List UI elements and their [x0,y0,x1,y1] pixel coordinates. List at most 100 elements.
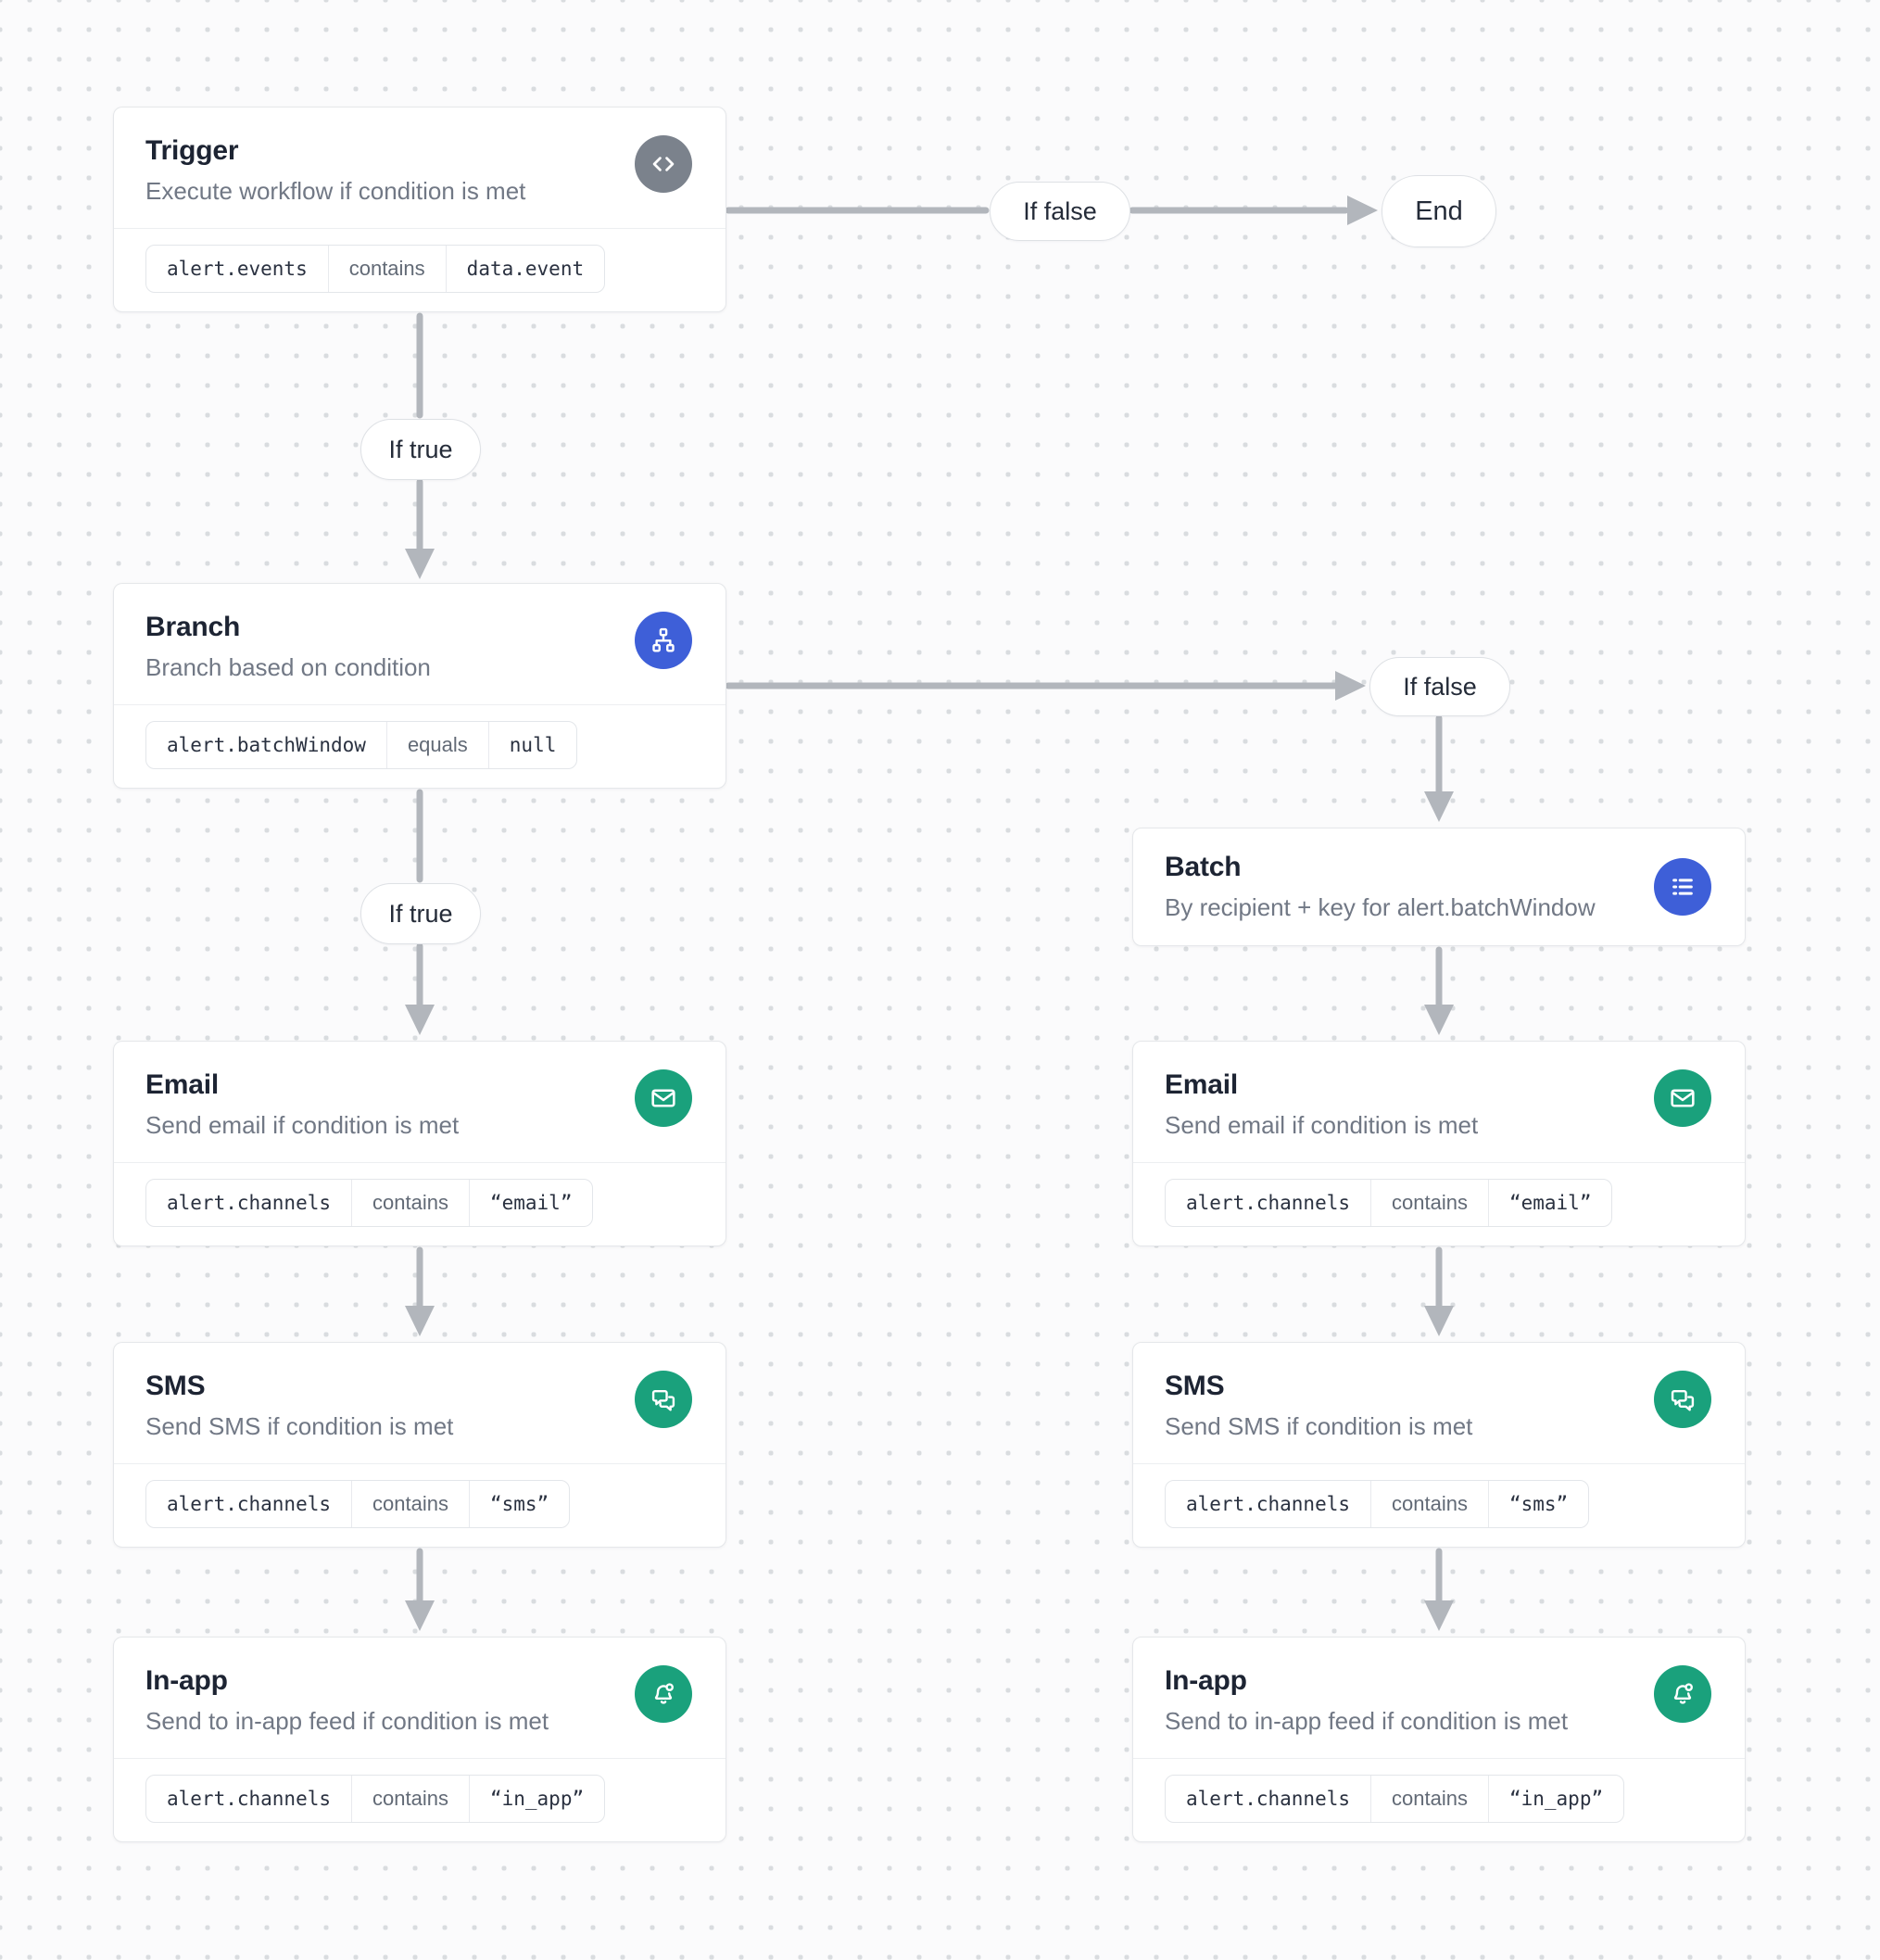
edge-pill-label: If false [1023,196,1097,225]
node-sms-false[interactable]: SMS Send SMS if condition is met alert.c… [1132,1342,1746,1548]
arrowhead-branch [405,549,435,579]
node-subtitle: Send SMS if condition is met [1165,1412,1473,1440]
end-pill-label: End [1415,196,1463,226]
condition-row: alert.channels contains “sms” [114,1463,726,1548]
condition-chip[interactable]: alert.channels contains “email” [145,1179,594,1227]
condition-value: data.event [466,258,585,280]
condition-operator: contains [351,1776,470,1822]
arrowhead-iffalse-right [1335,671,1366,701]
condition-field: alert.channels [1186,1788,1351,1810]
node-branch-header: Branch Branch based on condition [114,584,726,704]
condition-field: alert.batchWindow [167,734,366,756]
condition-value: “sms” [489,1493,549,1515]
condition-field: alert.channels [167,1192,332,1214]
condition-chip[interactable]: alert.channels contains “email” [1165,1179,1613,1227]
condition-field: alert.channels [167,1788,332,1810]
node-title: Trigger [145,135,239,166]
node-sms-true[interactable]: SMS Send SMS if condition is met alert.c… [113,1342,726,1548]
condition-value: “sms” [1508,1493,1569,1515]
node-trigger-header: Trigger Execute workflow if condition is… [114,107,726,228]
condition-row: alert.channels contains “email” [1133,1162,1745,1246]
node-inapp-false[interactable]: In-app Send to in-app feed if condition … [1132,1637,1746,1842]
node-title: Email [145,1069,220,1100]
condition-row: alert.channels contains “in_app” [1133,1758,1745,1842]
arrowhead-email-true [405,1005,435,1035]
arrowhead-inapp-false [1424,1600,1454,1631]
condition-chip[interactable]: alert.channels contains “sms” [145,1480,571,1528]
node-subtitle: Execute workflow if condition is met [145,177,526,205]
node-subtitle: Send email if condition is met [145,1111,460,1139]
condition-field: alert.channels [1186,1192,1351,1214]
condition-operator: contains [327,246,447,292]
chat-icon [1654,1371,1711,1428]
node-title: SMS [1165,1371,1225,1401]
node-batch[interactable]: Batch By recipient + key for alert.batch… [1132,828,1746,946]
condition-operator: contains [1370,1776,1489,1822]
node-title: In-app [145,1665,228,1696]
edge-pill-if-true-trigger[interactable]: If true [360,419,481,480]
condition-operator: contains [1370,1481,1489,1527]
condition-chip[interactable]: alert.channels contains “sms” [1165,1480,1590,1528]
condition-field: alert.channels [167,1493,332,1515]
edge-pill-label: If true [388,435,453,463]
node-subtitle: By recipient + key for alert.batchWindow [1165,893,1596,921]
chat-icon [635,1371,692,1428]
node-subtitle: Branch based on condition [145,653,431,681]
condition-value: “email” [489,1192,573,1214]
arrowhead-sms-true [405,1306,435,1336]
condition-row: alert.batchWindow equals null [114,704,726,789]
end-pill[interactable]: End [1382,175,1496,247]
node-subtitle: Send email if condition is met [1165,1111,1479,1139]
sitemap-icon [635,612,692,669]
arrowhead-batch [1424,791,1454,822]
node-trigger[interactable]: Trigger Execute workflow if condition is… [113,107,726,312]
condition-value: “in_app” [1508,1788,1604,1810]
code-icon [635,135,692,193]
bell-icon [1654,1665,1711,1723]
node-title: SMS [145,1371,206,1401]
condition-row: alert.channels contains “sms” [1133,1463,1745,1548]
condition-operator: contains [1370,1180,1489,1226]
node-email-false[interactable]: Email Send email if condition is met ale… [1132,1041,1746,1246]
edge-pill-label: If true [388,899,453,928]
node-sms-header: SMS Send SMS if condition is met [1133,1343,1745,1463]
node-inapp-true[interactable]: In-app Send to in-app feed if condition … [113,1637,726,1842]
node-title: Batch [1165,852,1242,882]
condition-field: alert.channels [1186,1493,1351,1515]
node-inapp-header: In-app Send to in-app feed if condition … [114,1638,726,1758]
node-branch[interactable]: Branch Branch based on condition alert.b… [113,583,726,789]
node-title: Branch [145,612,241,642]
edge-pill-if-false-branch[interactable]: If false [1369,657,1510,716]
node-email-header: Email Send email if condition is met [114,1042,726,1162]
node-inapp-header: In-app Send to in-app feed if condition … [1133,1638,1745,1758]
condition-row: alert.channels contains “email” [114,1162,726,1246]
edge-pill-label: If false [1403,672,1477,701]
node-email-true[interactable]: Email Send email if condition is met ale… [113,1041,726,1246]
condition-row: alert.events contains data.event [114,228,726,312]
condition-operator: equals [385,722,489,768]
arrowhead-inapp-true [405,1600,435,1631]
edge-pill-if-false-top[interactable]: If false [990,182,1130,241]
condition-row: alert.channels contains “in_app” [114,1758,726,1842]
arrowhead-sms-false [1424,1306,1454,1336]
node-subtitle: Send to in-app feed if condition is met [1165,1707,1569,1735]
condition-field: alert.events [167,258,308,280]
condition-value: null [509,734,557,756]
bell-icon [635,1665,692,1723]
condition-chip[interactable]: alert.events contains data.event [145,245,606,293]
node-title: In-app [1165,1665,1247,1696]
node-sms-header: SMS Send SMS if condition is met [114,1343,726,1463]
node-batch-header: Batch By recipient + key for alert.batch… [1133,852,1745,922]
mail-icon [1654,1069,1711,1127]
condition-operator: contains [351,1180,470,1226]
arrowhead-end [1347,196,1378,225]
node-subtitle: Send to in-app feed if condition is met [145,1707,549,1735]
arrowhead-email-false [1424,1005,1454,1035]
condition-chip[interactable]: alert.batchWindow equals null [145,721,578,769]
condition-chip[interactable]: alert.channels contains “in_app” [1165,1775,1625,1823]
edge-pill-if-true-branch[interactable]: If true [360,883,481,944]
node-email-header: Email Send email if condition is met [1133,1042,1745,1162]
condition-chip[interactable]: alert.channels contains “in_app” [145,1775,606,1823]
